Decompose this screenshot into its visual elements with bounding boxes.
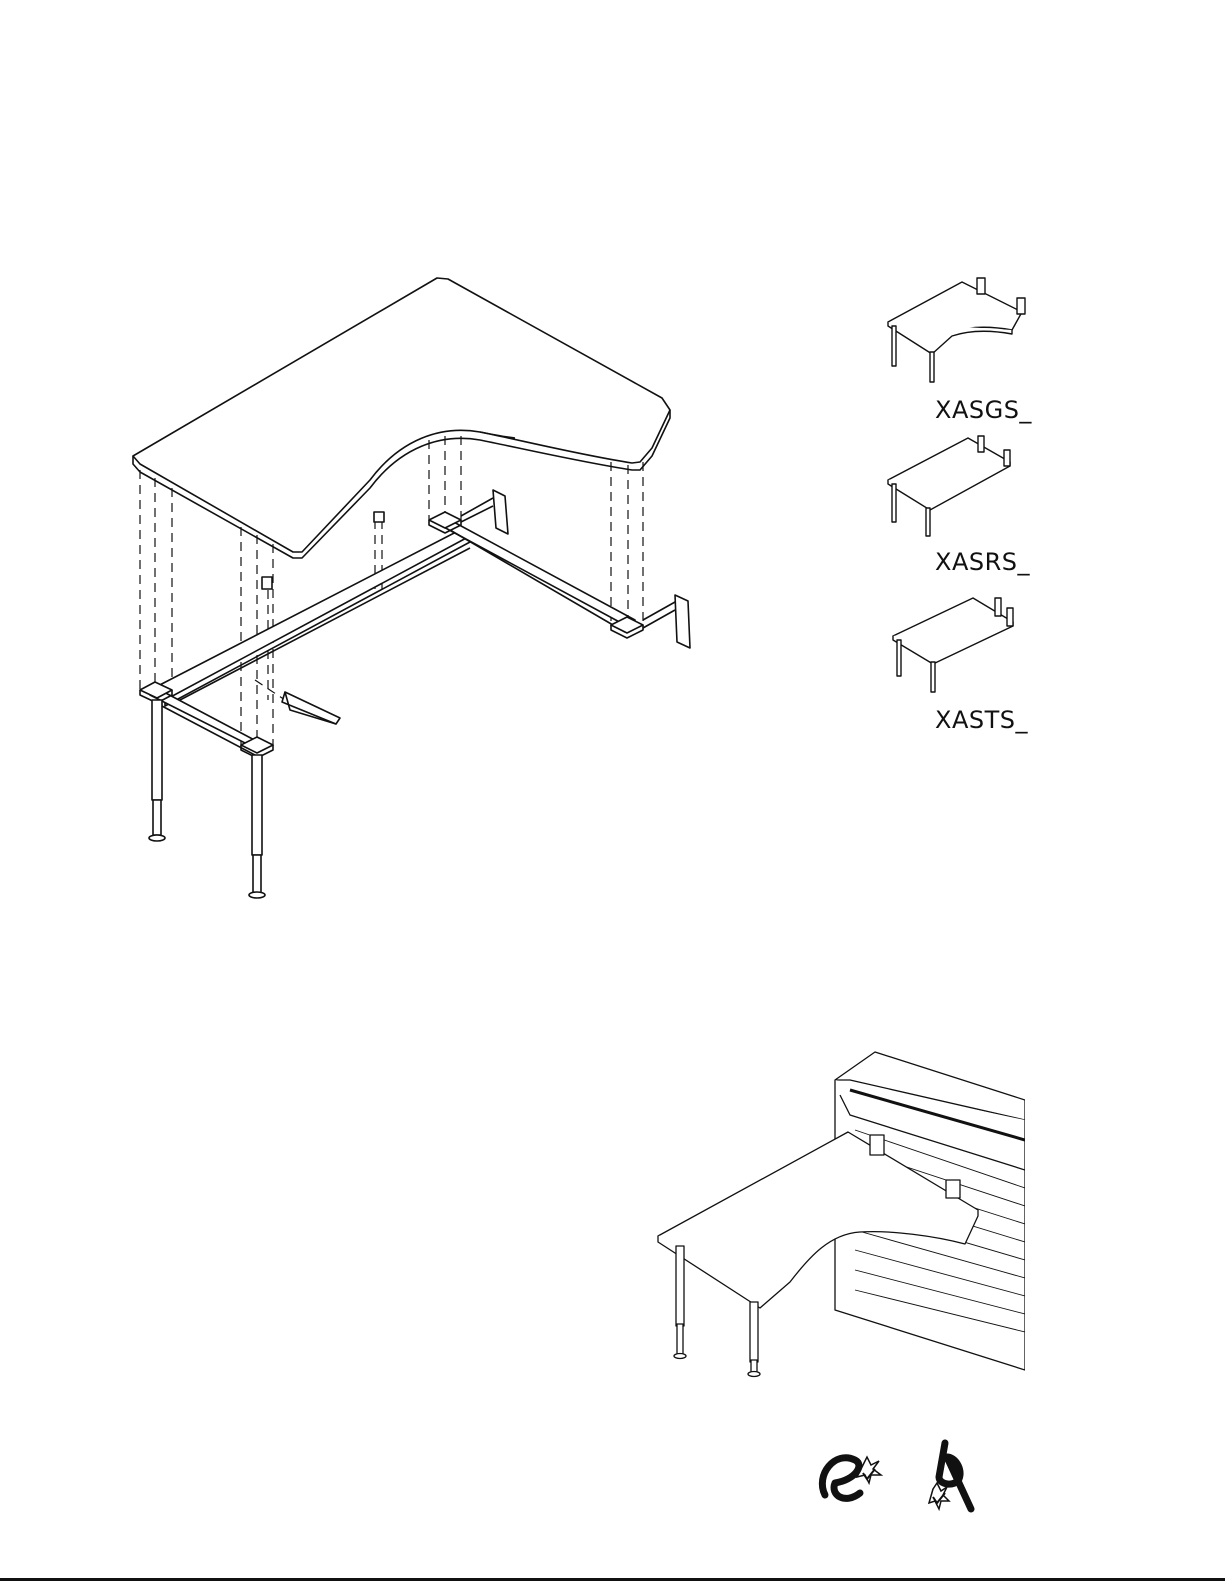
model-thumbnail-xasrs	[880, 430, 1040, 540]
frame-beam-right	[440, 520, 635, 625]
frame-beam-long	[150, 530, 470, 700]
installed-desk-scene	[650, 1040, 1025, 1390]
exploded-assembly-drawing	[0, 0, 1225, 930]
model-thumbnail-xasgs	[880, 270, 1040, 390]
desktop-top	[133, 278, 670, 552]
wall-bracket-back	[493, 490, 508, 534]
model-thumbnail-xasts	[885, 590, 1035, 700]
leg-front-left	[149, 700, 165, 841]
frame-beam-front	[150, 690, 262, 748]
support-bracket	[282, 692, 340, 724]
wall-bracket-right	[675, 595, 690, 648]
connector-block-left	[262, 577, 272, 589]
model-code-xasrs: XASRS_	[935, 548, 1030, 576]
model-code-xasts: XASTS_	[935, 706, 1028, 734]
bottom-rule	[0, 1578, 1225, 1581]
leg-front-right	[249, 755, 265, 898]
quality-mark-logo-icon	[925, 1435, 985, 1515]
connector-block-center	[374, 512, 384, 522]
e-eco-logo-icon	[815, 1435, 885, 1515]
model-code-xasgs: XASGS_	[935, 396, 1032, 424]
